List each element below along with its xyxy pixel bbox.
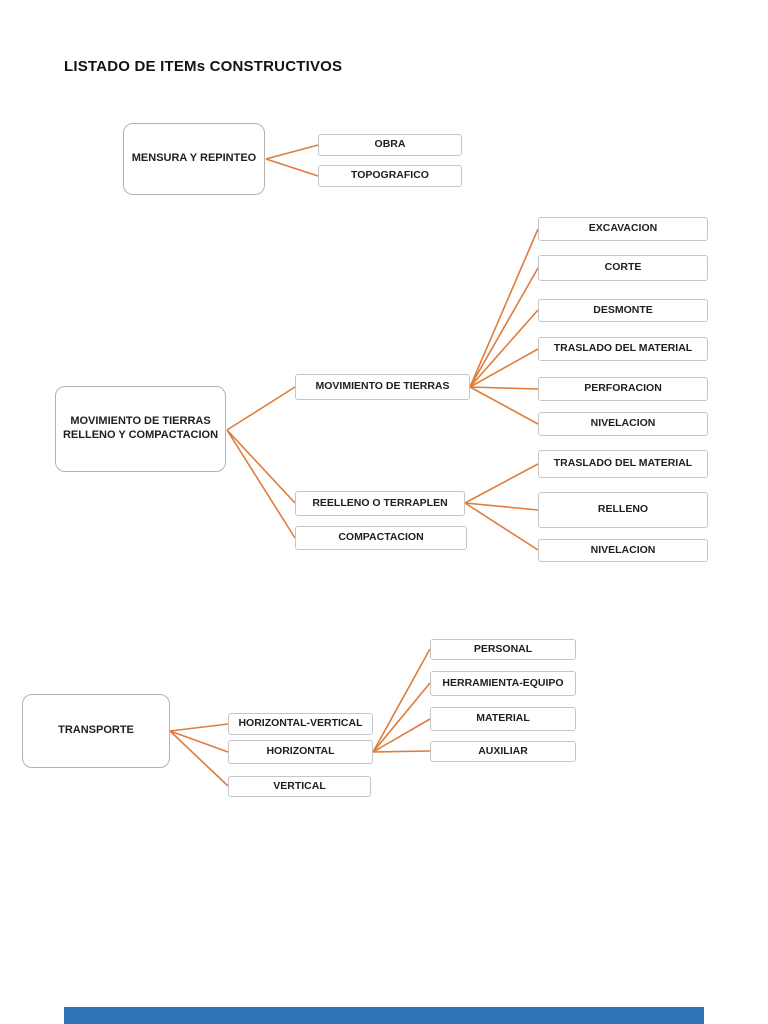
node-label: MATERIAL	[476, 712, 530, 725]
node-label: PERFORACION	[584, 382, 662, 395]
node-auxiliar: AUXILIAR	[430, 741, 576, 762]
node-label: DESMONTE	[593, 303, 653, 316]
node-traslado-del-material-1: TRASLADO DEL MATERIAL	[538, 337, 708, 361]
node-vertical: VERTICAL	[228, 776, 371, 797]
node-obra: OBRA	[318, 134, 462, 156]
node-label-line1: MOVIMIENTO DE TIERRAS	[70, 415, 211, 428]
node-mensura-y-repinteo: MENSURA Y REPINTEO	[123, 123, 265, 195]
node-label: HORIZONTAL-VERTICAL	[238, 717, 363, 730]
node-personal: PERSONAL	[430, 639, 576, 660]
node-nivelacion-2: NIVELACION	[538, 539, 708, 562]
node-label: AUXILIAR	[478, 744, 528, 757]
node-label: RELLENO	[597, 503, 649, 516]
node-label: TOPOGRAFICO	[351, 169, 429, 182]
node-label: NIVELACION	[590, 417, 656, 430]
node-label: TRASLADO DEL MATERIAL	[553, 457, 693, 470]
node-label: NIVELACION	[590, 543, 656, 556]
node-reelleno-o-terraplen: REELLENO O TERRAPLEN	[295, 491, 465, 516]
node-traslado-del-material-2: TRASLADO DEL MATERIAL	[538, 450, 708, 478]
node-corte: CORTE	[538, 255, 708, 281]
node-label: REELLENO O TERRAPLEN	[312, 496, 448, 509]
node-material: MATERIAL	[430, 707, 576, 731]
node-horizontal: HORIZONTAL	[228, 740, 373, 764]
node-compactacion: COMPACTACION	[295, 526, 467, 550]
node-nivelacion-1: NIVELACION	[538, 412, 708, 436]
node-label: MENSURA Y REPINTEO	[131, 152, 257, 165]
node-movimiento-tierras-relleno-compactacion: MOVIMIENTO DE TIERRAS RELLENO Y COMPACTA…	[55, 386, 226, 472]
node-transporte: TRANSPORTE	[22, 694, 170, 768]
node-perforacion: PERFORACION	[538, 377, 708, 401]
next-page-blue-bar	[64, 1007, 704, 1024]
node-movimiento-de-tierras: MOVIMIENTO DE TIERRAS	[295, 374, 470, 400]
node-label: EXCAVACION	[588, 222, 658, 235]
node-relleno: RELLENO	[538, 492, 708, 528]
node-topografico: TOPOGRAFICO	[318, 165, 462, 187]
node-label: TRASLADO DEL MATERIAL	[553, 342, 693, 355]
page-title: LISTADO DE ITEMs CONSTRUCTIVOS	[64, 58, 343, 75]
node-herramienta-equipo: HERRAMIENTA-EQUIPO	[430, 671, 576, 696]
node-excavacion: EXCAVACION	[538, 217, 708, 241]
node-label: VERTICAL	[273, 779, 326, 792]
node-label: COMPACTACION	[338, 531, 424, 544]
node-label: MOVIMIENTO DE TIERRAS	[315, 380, 450, 393]
node-label-line2: RELLENO Y COMPACTACION	[62, 429, 219, 441]
node-label: OBRA	[374, 138, 406, 151]
node-horizontal-vertical: HORIZONTAL-VERTICAL	[228, 713, 373, 735]
node-label: CORTE	[604, 261, 642, 274]
node-desmonte: DESMONTE	[538, 299, 708, 322]
node-label: TRANSPORTE	[58, 724, 134, 737]
node-label: PERSONAL	[473, 642, 533, 655]
node-label: HORIZONTAL	[266, 745, 335, 758]
node-label: HERRAMIENTA-EQUIPO	[442, 676, 564, 689]
